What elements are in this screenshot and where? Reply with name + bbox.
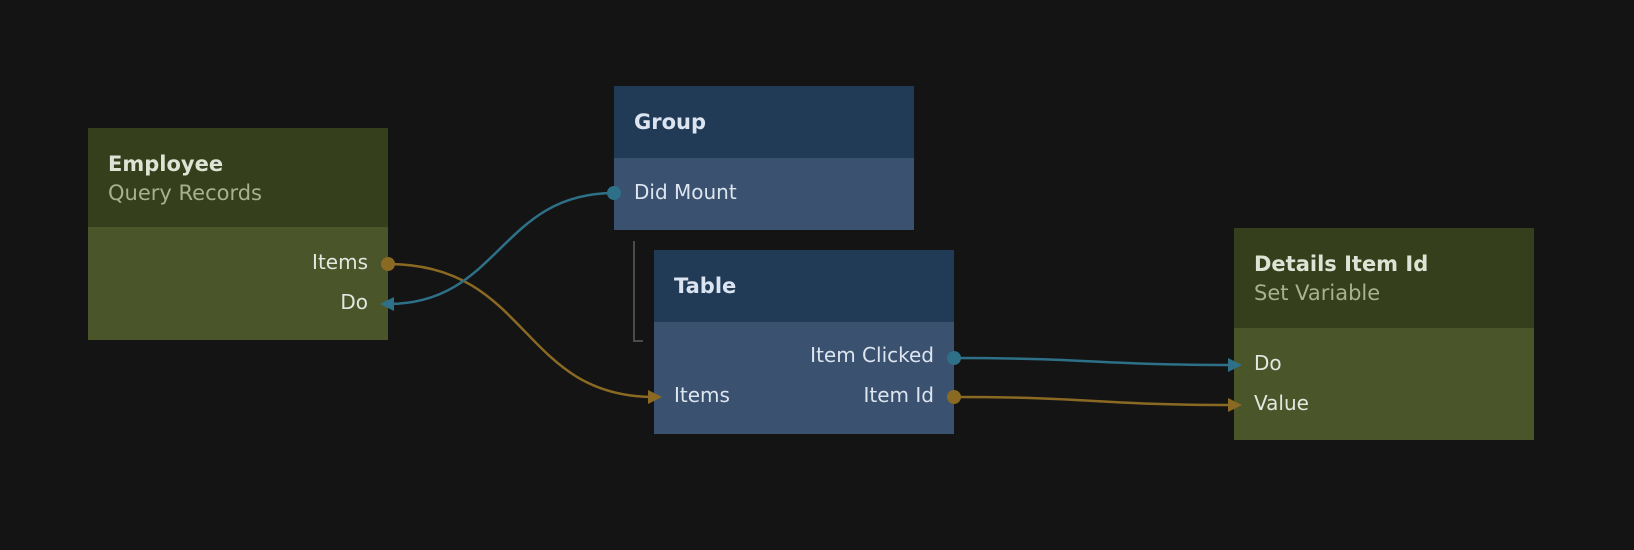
port-label-item-clicked: Item Clicked (810, 343, 934, 367)
wire-employee-items-to-table-items[interactable] (387, 262, 655, 399)
port-label-do-input: Do (1254, 351, 1282, 375)
wire-group-did-mount-to-employee-do[interactable] (387, 191, 615, 306)
node-title: Employee (108, 152, 224, 176)
node-title: Group (634, 110, 707, 134)
node-header: Details Item Id Set Variable (1234, 228, 1534, 328)
port-label-value-input: Value (1254, 391, 1309, 415)
node-title: Details Item Id (1254, 252, 1429, 276)
node-body: Do Value (1234, 328, 1534, 440)
node-body: Item Clicked Items Item Id (654, 322, 954, 434)
node-details-item-id-set-variable[interactable]: Details Item Id Set Variable Do Value (1234, 228, 1534, 440)
port-label-items-input: Items (674, 383, 730, 407)
node-subtitle: Set Variable (1254, 281, 1381, 305)
node-title: Table (674, 274, 737, 298)
port-label-do-input: Do (340, 290, 368, 314)
hierarchy-connector (633, 241, 643, 342)
port-label-item-id: Item Id (863, 383, 934, 407)
wire-table-item-id-to-details-value[interactable] (953, 395, 1235, 407)
port-label-items-output: Items (312, 250, 368, 274)
wire-table-item-clicked-to-details-do[interactable] (953, 356, 1235, 367)
node-header: Group (614, 86, 914, 158)
node-group[interactable]: Group Did Mount (614, 86, 914, 230)
port-label-did-mount: Did Mount (634, 180, 737, 204)
node-header: Employee Query Records (88, 128, 388, 227)
node-body: Items Do (88, 227, 388, 340)
node-header: Table (654, 250, 954, 322)
node-table[interactable]: Table Item Clicked Items Item Id (654, 250, 954, 434)
node-subtitle: Query Records (108, 181, 262, 205)
node-employee-query-records[interactable]: Employee Query Records Items Do (88, 128, 388, 340)
node-body: Did Mount (614, 158, 914, 230)
